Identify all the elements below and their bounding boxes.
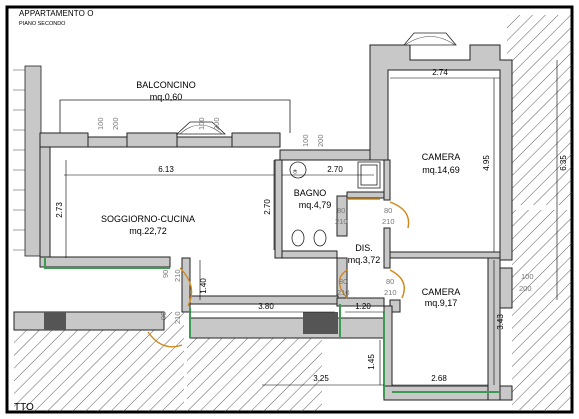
room-area-bagno: mq.4,79 (299, 200, 332, 210)
win-bagno-height: 200 (316, 134, 325, 147)
window-arcs (179, 36, 456, 135)
door-entrance-height: 210 (173, 311, 182, 324)
dim-343: 3.43 (496, 314, 505, 330)
plan-title: APPARTAMENTO O (19, 9, 94, 18)
room-area-soggiorno: mq.22,72 (129, 226, 167, 236)
dim-140: 1.40 (199, 278, 208, 294)
win-bal-left-height: 200 (111, 117, 120, 130)
room-name-camera-2: CAMERA (422, 287, 461, 297)
room-name-soggiorno: SOGGIORNO-CUCINA (101, 214, 195, 224)
win-bal-right-height: 200 (212, 117, 221, 130)
dim-495: 4.95 (482, 155, 491, 171)
dimension-lines (64, 60, 558, 386)
win-right-height: 200 (519, 284, 532, 293)
exterior-hatch-right (512, 210, 572, 410)
dim-273: 2.73 (55, 202, 64, 218)
room-area-dis: mq.3,72 (348, 255, 381, 265)
room-name-camera-1: CAMERA (422, 152, 461, 162)
dim-325: 3.25 (313, 374, 329, 383)
door-soggiorno-width: 90 (161, 270, 170, 278)
dim-274: 2.74 (432, 68, 448, 77)
room-name-dis: DIS. (355, 243, 373, 253)
plan-subtitle: PIANO SECONDO (19, 21, 66, 27)
dim-270-side: 2.70 (263, 199, 272, 215)
room-area-camera-1: mq.14,69 (422, 165, 460, 175)
dim-145: 1.45 (367, 354, 376, 370)
opening-labels: 100 200 100 200 100 200 80 210 80 210 90… (96, 117, 534, 324)
door-bagno-height: 210 (335, 217, 348, 226)
stair-label: TTO (14, 402, 34, 413)
win-bal-left-width: 100 (96, 117, 105, 130)
stair-wall (24, 65, 42, 257)
room-name-balconcino: BALCONCINO (136, 80, 196, 90)
door-swings (147, 198, 410, 348)
dim-635: 6.35 (559, 155, 568, 171)
win-bagno-width: 100 (301, 134, 310, 147)
door-camera2-width: 80 (386, 277, 394, 286)
room-name-bagno: BAGNO (294, 188, 327, 198)
dim-270-top: 2.70 (327, 165, 343, 174)
door-camera-width: 80 (384, 206, 392, 215)
balcony (59, 32, 457, 135)
door-camera-height: 210 (382, 217, 395, 226)
insulation-lines (44, 257, 500, 398)
win-right-width: 100 (521, 272, 534, 281)
dim-380: 3.80 (258, 302, 274, 311)
door-bagno-width: 80 (337, 206, 345, 215)
door-dis-height: 210 (337, 288, 350, 297)
exterior-hatch-bottom (187, 338, 322, 412)
dim-120: 1.20 (355, 302, 371, 311)
room-area-balconcino: mq.0,60 (150, 92, 183, 102)
sink-icon: ⌾ (293, 169, 298, 176)
door-dis-width: 80 (339, 277, 347, 286)
shaft-block-left (44, 312, 66, 330)
door-entrance-width: 90 (159, 312, 168, 320)
door-camera2-height: 210 (384, 288, 397, 297)
room-area-camera-2: mq.9,17 (425, 298, 458, 308)
dim-613: 6.13 (158, 165, 174, 174)
shaft-block (303, 312, 338, 334)
exterior-hatch-top-right (507, 15, 572, 205)
door-soggiorno-height: 210 (173, 269, 182, 282)
dim-268: 2.68 (431, 374, 447, 383)
win-bal-right-width: 100 (197, 117, 206, 130)
